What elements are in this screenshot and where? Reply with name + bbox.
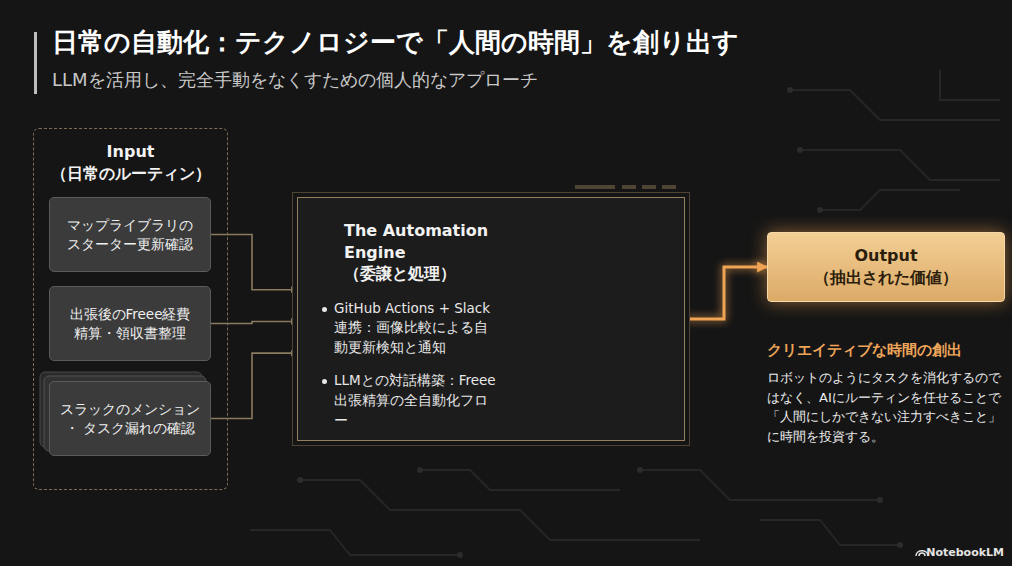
engine-panel: The Automation Engine （委譲と処理） GitHub Acti…: [297, 197, 685, 441]
task-label: 出張後のFreee経費 精算・領収書整理: [56, 305, 204, 343]
title-accent-bar: [34, 32, 37, 94]
panel-heading: The Automation Engine （委譲と処理）: [344, 220, 499, 285]
watermark-icon: [916, 551, 928, 556]
output-box: Output （抽出された価値）: [767, 232, 1005, 302]
subtitle: LLMを活用し、完全手動をなくすための個人的なアプローチ: [52, 68, 538, 92]
task-label: スラックのメンション・ タスク漏れの確認: [56, 400, 204, 438]
value-heading: クリエイティブな時間の創出: [767, 340, 1007, 360]
output-heading: Output （抽出された価値）: [801, 245, 971, 288]
task-box: マップライブラリの スターター更新確認: [49, 197, 211, 272]
flow-connector: [211, 321, 297, 323]
task-box: 出張後のFreee経費 精算・領収書整理: [49, 286, 211, 361]
circuit-traces: [250, 70, 1000, 555]
bullet-item: GitHub Actions + Slack連携：画像比較による自動更新検知と通…: [320, 299, 499, 358]
flow-connector: [211, 235, 297, 290]
flow-connector: [211, 353, 297, 418]
bullet-item: LLMとの対話構築：Freee出張精算の全自動化フロー: [320, 371, 499, 430]
flow-connector: [685, 267, 767, 319]
task-box: スラックのメンション・ タスク漏れの確認: [49, 381, 211, 456]
page-title: 日常の自動化：テクノロジーで「人間の時間」を創り出す: [52, 26, 739, 60]
engine-tab: [575, 185, 676, 189]
value-description: ロボットのようにタスクを消化するのではなく、AIにルーティンを任せることで「人間…: [767, 368, 1005, 446]
task-label: マップライブラリの スターター更新確認: [56, 216, 204, 254]
input-group: Input （日常のルーティン） マップライブラリの スターター更新確認出張後のF…: [33, 128, 228, 490]
group-heading: Input （日常のルーティン）: [46, 141, 216, 184]
watermark: NotebookLM: [926, 546, 1004, 559]
circuit-pads: [297, 87, 903, 558]
